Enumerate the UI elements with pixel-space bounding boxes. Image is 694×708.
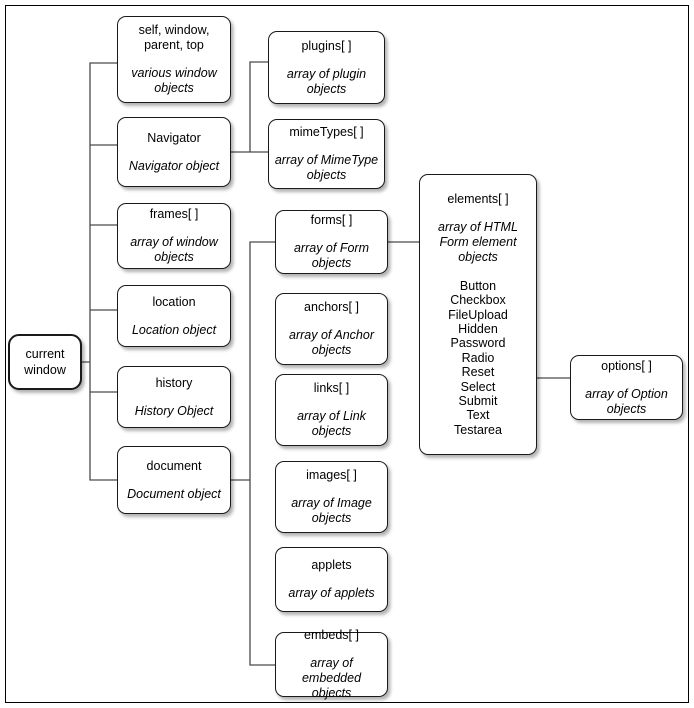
node-images-subtitle: array of Image objects xyxy=(291,496,372,525)
node-options-title: options[ ] xyxy=(601,358,652,373)
connector-window-to-children xyxy=(81,62,118,481)
node-mimetypes-subtitle: array of MimeType objects xyxy=(274,153,379,182)
node-document-title: document xyxy=(146,458,202,473)
node-anchors-subtitle: array of Anchor objects xyxy=(289,328,374,357)
node-document-subtitle: Document object xyxy=(127,486,221,501)
node-links-title: links[ ] xyxy=(313,381,350,395)
node-plugins-subtitle: array of plugin objects xyxy=(286,66,367,96)
node-embeds[interactable]: embeds[ ] array of embedded objects xyxy=(275,628,388,700)
node-navigator-title: Navigator xyxy=(147,130,201,145)
node-plugins[interactable]: plugins[ ] array of plugin objects xyxy=(268,31,385,104)
node-elements-subtitle: array of HTML Form element objects xyxy=(438,219,518,264)
node-applets[interactable]: applets array of applets xyxy=(275,547,388,612)
node-links[interactable]: links[ ] array of Link objects xyxy=(275,374,388,446)
node-location[interactable]: location Location object xyxy=(117,285,231,347)
node-images[interactable]: images[ ] array of Image objects xyxy=(275,461,388,533)
node-forms[interactable]: forms[ ] array of Form objects xyxy=(275,210,388,274)
node-options-subtitle: array of Option objects xyxy=(585,386,668,416)
node-location-title: location xyxy=(152,294,196,309)
node-history[interactable]: history History Object xyxy=(117,366,231,428)
node-history-title: history xyxy=(155,375,193,390)
node-history-subtitle: History Object xyxy=(134,403,214,418)
connector-document-to-children xyxy=(230,241,276,666)
node-applets-subtitle: array of applets xyxy=(288,586,375,600)
node-embeds-title: embeds[ ] xyxy=(304,628,359,642)
node-anchors-title: anchors[ ] xyxy=(304,300,359,314)
node-forms-subtitle: array of Form objects xyxy=(293,241,369,270)
node-plugins-title: plugins[ ] xyxy=(301,38,352,53)
node-forms-title: forms[ ] xyxy=(310,213,353,227)
node-self-window-parent-top-title: self, window, parent, top xyxy=(138,23,210,52)
node-location-subtitle: Location object xyxy=(131,322,217,337)
node-frames-subtitle: array of window objects xyxy=(130,235,218,264)
node-links-subtitle: array of Link objects xyxy=(297,409,366,438)
node-images-title: images[ ] xyxy=(306,468,357,482)
node-elements-title: elements[ ] xyxy=(447,191,509,206)
node-anchors[interactable]: anchors[ ] array of Anchor objects xyxy=(275,293,388,365)
connector-navigator-to-children xyxy=(230,61,269,153)
node-elements[interactable]: elements[ ] array of HTML Form element o… xyxy=(419,174,537,455)
node-mimetypes[interactable]: mimeTypes[ ] array of MimeType objects xyxy=(268,119,385,189)
node-navigator-subtitle: Navigator object xyxy=(128,158,220,173)
node-document[interactable]: document Document object xyxy=(117,446,231,514)
node-current-window-title: current window xyxy=(24,347,66,377)
node-current-window[interactable]: current window xyxy=(8,334,82,390)
node-navigator[interactable]: Navigator Navigator object xyxy=(117,117,231,187)
node-elements-type-list: Button Checkbox FileUpload Hidden Passwo… xyxy=(448,278,508,437)
node-self-window-parent-top[interactable]: self, window, parent, top various window… xyxy=(117,16,231,103)
node-mimetypes-title: mimeTypes[ ] xyxy=(289,125,364,139)
node-frames[interactable]: frames[ ] array of window objects xyxy=(117,203,231,269)
node-applets-title: applets xyxy=(311,558,352,572)
node-self-window-parent-top-subtitle: various window objects xyxy=(131,66,217,95)
node-frames-title: frames[ ] xyxy=(149,207,199,221)
node-options[interactable]: options[ ] array of Option objects xyxy=(570,355,683,420)
node-embeds-subtitle: array of embedded objects xyxy=(301,656,362,700)
